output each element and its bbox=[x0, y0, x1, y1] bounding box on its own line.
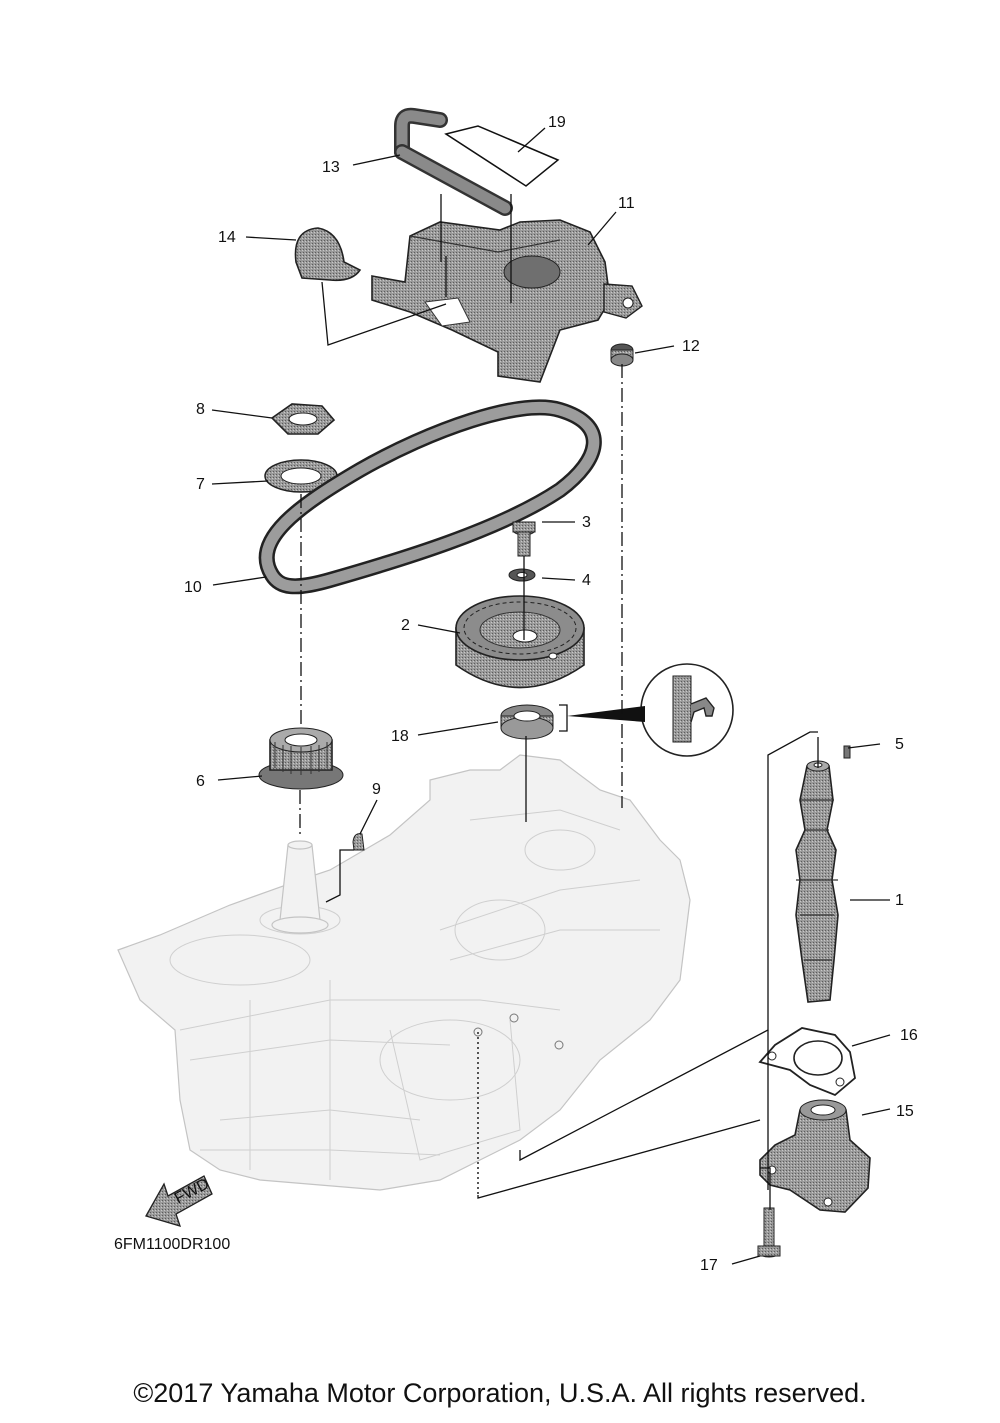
callout-14: 14 bbox=[218, 229, 236, 246]
diagram-code: 6FM1100DR100 bbox=[114, 1236, 230, 1253]
label-decal-part bbox=[444, 125, 560, 187]
callout-1: 1 bbox=[895, 892, 904, 909]
callout-10: 10 bbox=[184, 579, 202, 596]
forward-arrow-icon: FWD bbox=[145, 1175, 213, 1227]
callout-15: 15 bbox=[896, 1103, 914, 1120]
nut-part bbox=[270, 403, 336, 435]
callout-6: 6 bbox=[196, 773, 205, 790]
callout-leaders bbox=[211, 127, 891, 1265]
assembly-lines bbox=[299, 194, 819, 1210]
dowel-pin-part bbox=[843, 745, 851, 759]
callout-16: 16 bbox=[900, 1027, 918, 1044]
timing-belt-cover-part bbox=[371, 219, 643, 383]
copyright-notice: ©2017 Yamaha Motor Corporation, U.S.A. A… bbox=[133, 1378, 867, 1408]
collar-part bbox=[610, 343, 634, 367]
camshaft-part bbox=[795, 760, 839, 1003]
callout-11: 11 bbox=[618, 195, 635, 212]
woodruff-key-part bbox=[352, 833, 365, 851]
gasket-part bbox=[758, 1027, 856, 1097]
oil-seal-part bbox=[500, 704, 554, 740]
callout-4: 4 bbox=[582, 572, 591, 589]
engine-block-outline bbox=[117, 754, 691, 1191]
grommet-part bbox=[294, 227, 362, 282]
oil-pump-part bbox=[759, 1099, 871, 1213]
callout-7: 7 bbox=[196, 476, 205, 493]
camshaft-pulley-part bbox=[455, 595, 585, 689]
crankshaft-pulley-part bbox=[258, 727, 344, 790]
callout-2: 2 bbox=[401, 617, 410, 634]
callout-12: 12 bbox=[682, 338, 700, 355]
callout-9: 9 bbox=[372, 781, 381, 798]
callout-5: 5 bbox=[895, 736, 904, 753]
callout-8: 8 bbox=[196, 401, 205, 418]
washer-large-part bbox=[264, 459, 338, 493]
seal-detail-inset bbox=[559, 663, 734, 757]
bolt-part bbox=[512, 521, 536, 557]
callout-17: 17 bbox=[700, 1257, 718, 1274]
callout-18: 18 bbox=[391, 728, 409, 745]
timing-belt-part bbox=[258, 399, 602, 595]
callout-19: 19 bbox=[548, 114, 566, 131]
pump-bolt-part bbox=[757, 1207, 781, 1258]
callout-3: 3 bbox=[582, 514, 591, 531]
callout-13: 13 bbox=[322, 159, 340, 176]
hose-part bbox=[394, 107, 513, 216]
washer-small-part bbox=[508, 568, 536, 582]
